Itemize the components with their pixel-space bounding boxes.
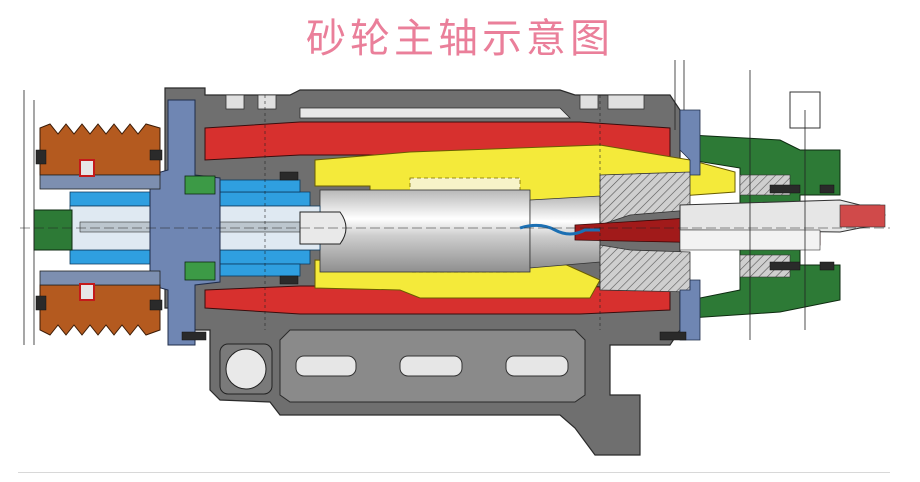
footer-divider	[18, 472, 890, 473]
drawing-lines	[20, 60, 890, 345]
main-shaft	[319, 189, 601, 273]
page-title: 砂轮主轴示意图	[306, 16, 614, 62]
drive-pulley	[39, 123, 161, 336]
left-bearings	[79, 159, 95, 301]
tapered-connector	[519, 223, 600, 236]
left-green-coupling	[33, 175, 216, 281]
bolt-set	[35, 149, 835, 341]
output-spindle	[574, 199, 886, 251]
